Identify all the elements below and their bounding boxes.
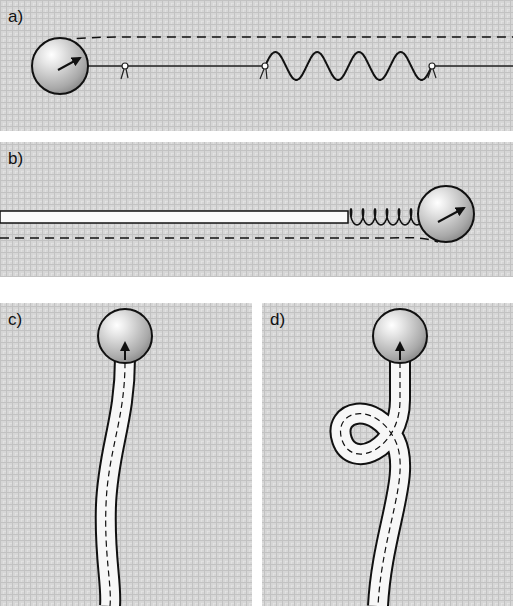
panel-ground bbox=[0, 303, 252, 606]
sphere bbox=[32, 38, 88, 94]
rod bbox=[0, 211, 348, 223]
panel-ground bbox=[0, 142, 513, 277]
elastic-wave bbox=[265, 52, 432, 80]
panel-label: b) bbox=[8, 150, 23, 167]
velocity-arrow bbox=[399, 343, 401, 360]
sphere bbox=[373, 309, 427, 363]
panel-label: d) bbox=[270, 311, 285, 328]
panel-ground bbox=[0, 0, 513, 131]
sphere bbox=[98, 309, 152, 363]
tube bbox=[341, 358, 401, 606]
spring bbox=[350, 209, 423, 225]
panel-label: a) bbox=[8, 8, 23, 25]
panel-label: c) bbox=[8, 311, 22, 328]
string bbox=[86, 65, 265, 67]
panel-ground bbox=[262, 303, 513, 606]
knots bbox=[121, 63, 436, 79]
string bbox=[430, 65, 513, 67]
path-dashed bbox=[0, 238, 438, 242]
velocity-arrow bbox=[58, 58, 80, 70]
path-dashed bbox=[62, 37, 513, 40]
sphere bbox=[418, 186, 474, 242]
velocity-arrow bbox=[438, 208, 464, 222]
velocity-arrow bbox=[124, 343, 126, 360]
tube bbox=[106, 358, 125, 606]
